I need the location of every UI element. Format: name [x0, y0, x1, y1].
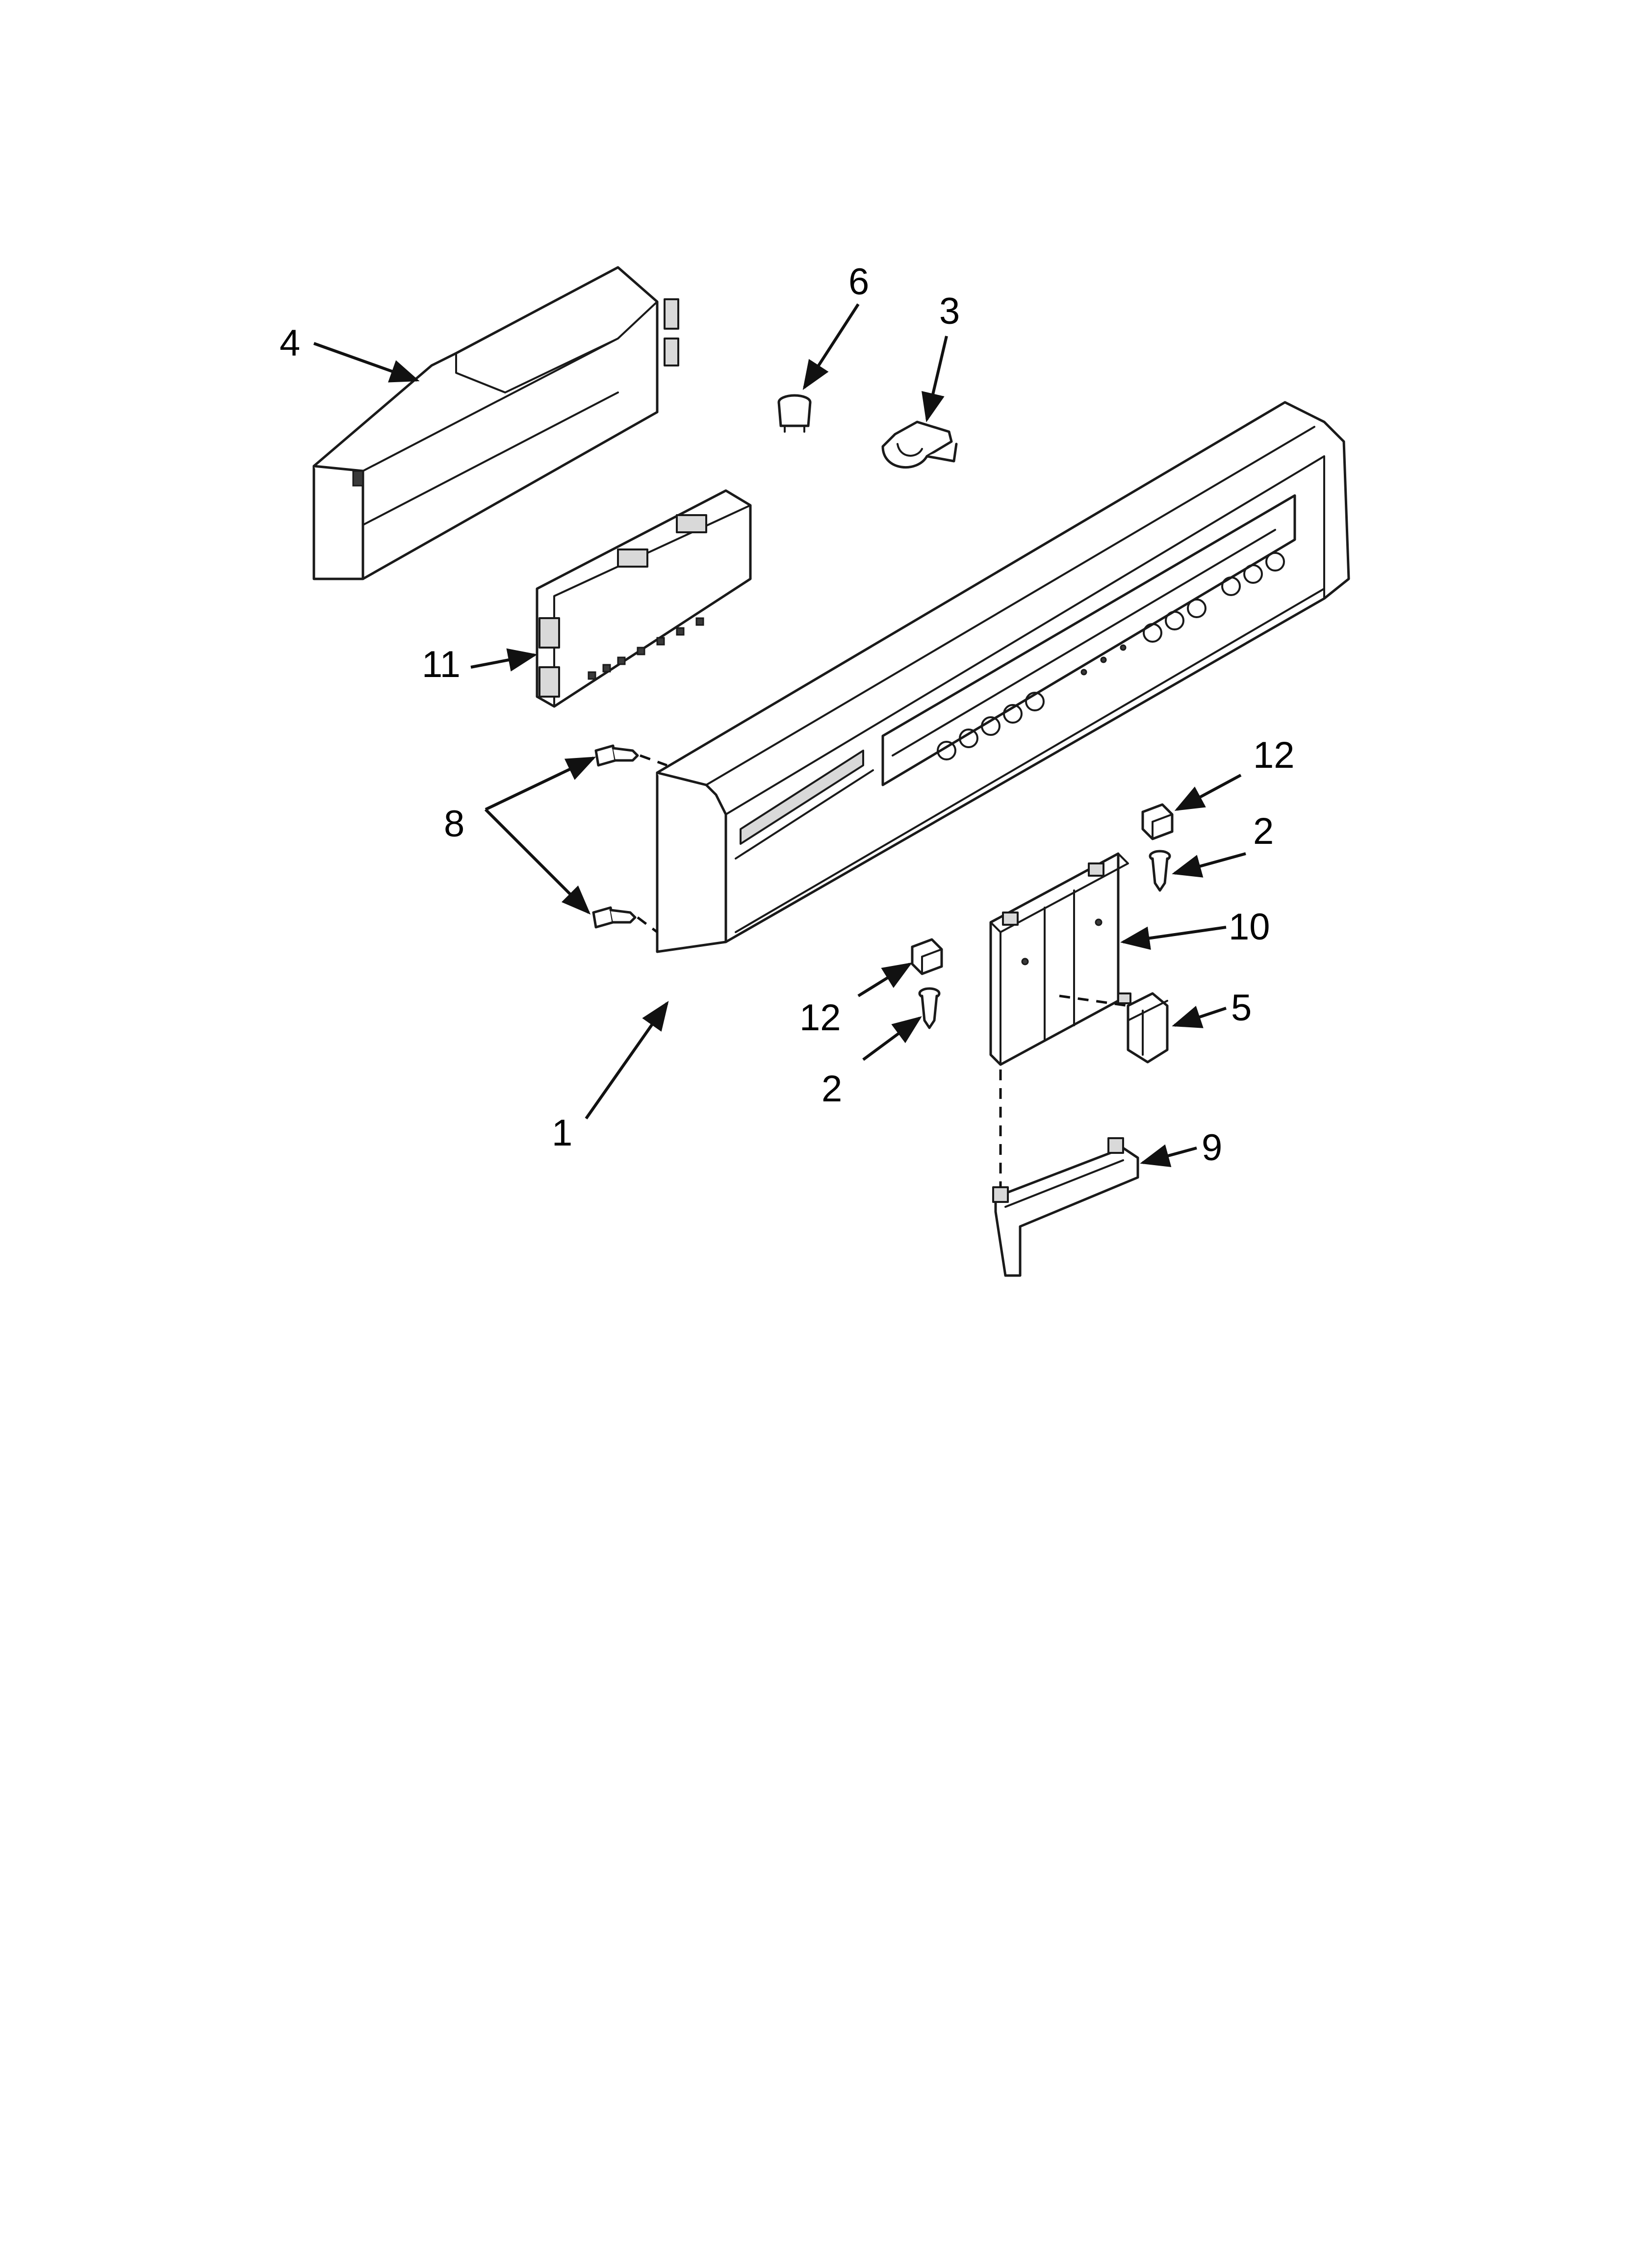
part-3-clip	[881, 420, 958, 469]
callout-9: 9	[1202, 1127, 1222, 1169]
part-5-latch	[1117, 992, 1169, 1064]
callout-1: 1	[552, 1112, 572, 1154]
callout-6: 6	[848, 261, 869, 303]
part-4-console-cover	[312, 266, 679, 580]
part-6-cap	[777, 394, 812, 433]
callout-3: 3	[939, 290, 960, 332]
part-9-lower-bracket	[992, 1137, 1139, 1277]
part-8-screw-lower	[592, 906, 637, 929]
callout-2-lower: 2	[821, 1068, 842, 1110]
callout-8: 8	[444, 803, 464, 845]
callout-5: 5	[1231, 987, 1252, 1029]
assembly-guides	[637, 754, 1129, 1187]
part-1-control-panel	[656, 401, 1350, 953]
part-2-screw-upper	[1149, 850, 1171, 892]
part-12-connector-upper	[1141, 803, 1174, 840]
part-10-bracket	[989, 852, 1129, 1066]
part-2-screw-lower	[918, 987, 941, 1029]
leader-lines	[313, 303, 1246, 1167]
callout-12-lower: 12	[799, 997, 841, 1039]
callout-2-upper: 2	[1253, 810, 1274, 852]
callout-12-upper: 12	[1253, 734, 1295, 776]
part-12-connector-lower	[911, 938, 943, 975]
callout-10: 10	[1229, 906, 1270, 948]
callout-labels: 4 6 3 11 8 1 12 2 10 5 12 2 9	[280, 261, 1295, 1169]
callout-4: 4	[280, 322, 300, 364]
part-8-screw-upper	[594, 744, 639, 767]
callout-11: 11	[422, 644, 461, 685]
part-11-control-board	[536, 489, 752, 708]
